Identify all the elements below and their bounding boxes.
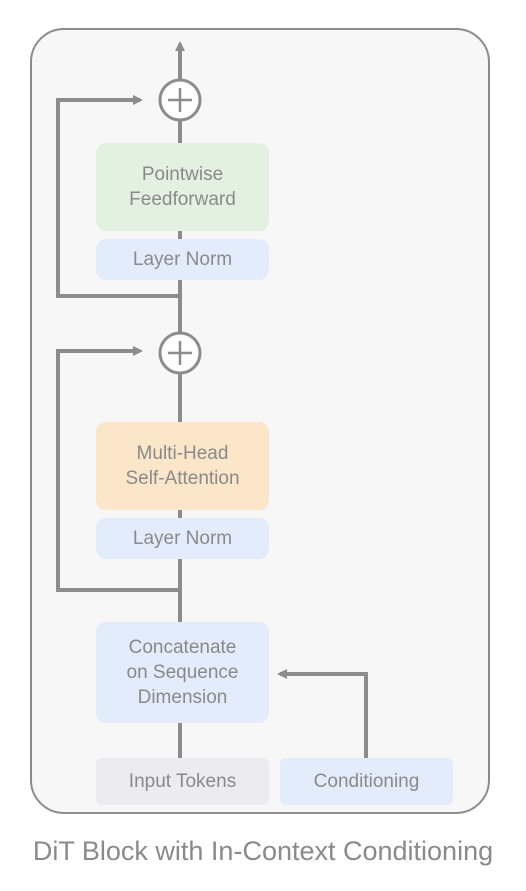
add-node-top — [158, 78, 202, 122]
add-node-bottom — [158, 331, 202, 375]
diagram-caption: DiT Block with In-Context Conditioning — [32, 836, 494, 866]
residual-bottom — [56, 346, 180, 592]
input-tokens-block: Input Tokens — [96, 758, 269, 805]
wire-conditioning-to-concat — [277, 669, 368, 758]
pointwise-feedforward-block: Pointwise Feedforward — [96, 143, 269, 231]
layer-norm-bottom-block: Layer Norm — [96, 518, 269, 559]
multi-head-self-attention-block: Multi-Head Self-Attention — [96, 422, 269, 510]
layer-norm-top-block: Layer Norm — [96, 239, 269, 280]
conditioning-block: Conditioning — [280, 758, 453, 805]
residual-top — [56, 95, 180, 298]
concatenate-block: Concatenate on Sequence Dimension — [96, 622, 269, 723]
